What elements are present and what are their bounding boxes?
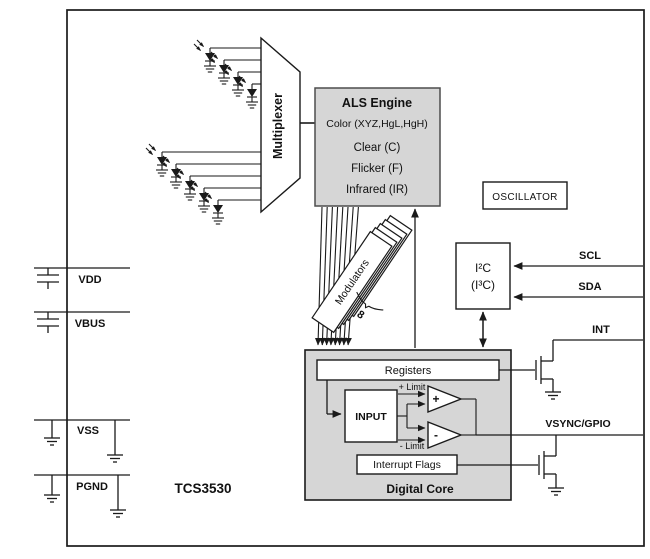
modulators-count: 8: [355, 308, 367, 321]
ground-icon: [43, 437, 61, 446]
photodiode-array-top: [193, 39, 261, 109]
ground-icon: [106, 454, 124, 463]
pin-vss: VSS: [34, 419, 130, 463]
comparator-output-wires: [461, 398, 477, 436]
chip-boundary: [66, 9, 645, 547]
vss-pin-label: VSS: [77, 425, 99, 437]
als-engine-box: [314, 87, 441, 207]
multiplexer-shape: [260, 36, 301, 214]
i2c-block: I²C (I³C): [455, 242, 511, 310]
digital-core-block: Registers INPUT + Limit - Limit + -: [304, 349, 512, 501]
pin-vdd: VDD: [34, 267, 130, 290]
pgnd-pin-label: PGND: [76, 481, 108, 493]
registers-label: Registers: [385, 365, 432, 377]
pin-scl: SCL: [513, 250, 643, 270]
pin-pgnd: PGND: [34, 474, 130, 518]
int-transistor: [499, 340, 562, 400]
input-box: [344, 389, 398, 443]
photodiode-icon: [145, 143, 169, 177]
modulators-stack: Modulators 8: [311, 214, 413, 334]
pin-vsync-gpio: VSYNC/GPIO: [457, 418, 643, 496]
diode-wires-top: [210, 47, 261, 85]
comparator-upper-sign: +: [432, 392, 439, 406]
photodiode-icon: [193, 39, 217, 73]
vbus-pin-label: VBUS: [75, 318, 106, 330]
input-label: INPUT: [355, 411, 387, 423]
als-engine-block: ALS Engine Color (XYZ,HgL,HgH) Clear (C)…: [314, 87, 441, 207]
vsync-transistor: [457, 435, 565, 496]
i2c-label-line2: (I³C): [471, 278, 495, 292]
modulators-count-brace: 8: [355, 291, 384, 322]
registers-to-input-wire: [326, 380, 342, 418]
minus-limit-label: - Limit: [400, 441, 425, 451]
diode-wires-bottom: [162, 151, 261, 201]
als-engine-line-flicker: Flicker (F): [351, 163, 403, 175]
oscillator-block: OSCILLATOR: [482, 181, 568, 210]
als-engine-line-clear: Clear (C): [354, 142, 401, 154]
multiplexer-block: Multiplexer: [260, 36, 315, 214]
ground-icon: [544, 391, 562, 400]
vsync-pin-label: VSYNC/GPIO: [545, 418, 610, 430]
comparator-upper: +: [427, 384, 463, 414]
ground-icon: [109, 509, 127, 518]
vdd-pin-label: VDD: [78, 274, 101, 286]
int-pin-label: INT: [592, 324, 610, 336]
comparator-lower: -: [427, 420, 463, 450]
oscillator-box: [482, 181, 568, 210]
pin-vbus: VBUS: [34, 311, 130, 334]
capacitor-icon: [36, 311, 60, 334]
ground-icon: [43, 494, 61, 503]
i2c-box: [455, 242, 511, 310]
i2c-label-line1: I²C: [475, 261, 491, 275]
als-engine-line-color: Color (XYZ,HgL,HgH): [326, 118, 428, 130]
sda-pin-label: SDA: [578, 281, 601, 293]
plus-limit-label: + Limit: [399, 382, 426, 392]
comparator-lower-sign: -: [434, 428, 438, 442]
interrupt-flags-label: Interrupt Flags: [373, 459, 441, 471]
digital-core-title: Digital Core: [386, 482, 454, 496]
scl-pin-label: SCL: [579, 250, 601, 262]
multiplexer-label: Multiplexer: [271, 93, 285, 159]
pin-sda: SDA: [513, 281, 643, 301]
brace-icon: [356, 291, 384, 311]
oscillator-label: OSCILLATOR: [492, 192, 557, 203]
chip-name-label: TCS3530: [174, 481, 231, 496]
als-engine-line-infrared: Infrared (IR): [346, 184, 408, 196]
capacitor-icon: [36, 267, 60, 290]
ground-icon: [547, 487, 565, 496]
photodiode-array-bottom: [145, 143, 261, 225]
input-to-comparators-wires: [397, 400, 426, 432]
pin-int: INT: [499, 324, 643, 400]
als-engine-title: ALS Engine: [342, 96, 412, 110]
